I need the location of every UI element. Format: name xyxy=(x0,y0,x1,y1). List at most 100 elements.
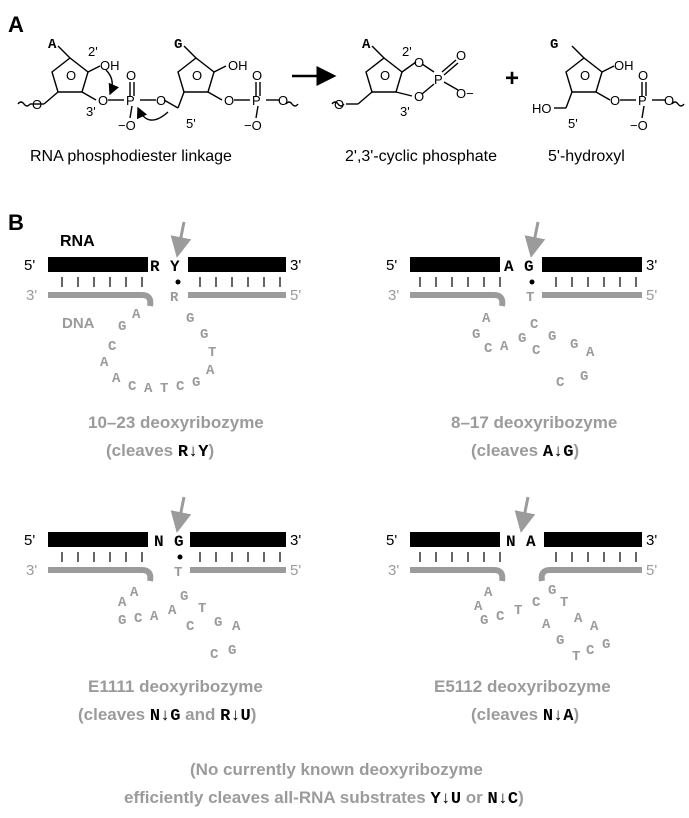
enzyme-8-17-name: 8–17 deoxyribozyme xyxy=(451,413,617,432)
svg-text:G: G xyxy=(186,311,194,327)
svg-text:5': 5' xyxy=(290,287,301,304)
reactant-structure xyxy=(17,45,299,121)
svg-text:3': 3' xyxy=(26,287,37,304)
svg-text:HO: HO xyxy=(532,101,552,116)
svg-text:OH: OH xyxy=(614,58,634,73)
svg-text:G: G xyxy=(180,589,188,605)
svg-text:G: G xyxy=(556,633,564,649)
svg-text:C: C xyxy=(556,375,565,391)
footnote-line-2: efficiently cleaves all-RNA substrates Y… xyxy=(124,788,524,809)
panel-b-label: B xyxy=(8,210,24,235)
svg-text:5': 5' xyxy=(386,532,397,549)
svg-text:G: G xyxy=(174,533,184,551)
svg-text:OH: OH xyxy=(228,58,248,73)
svg-text:5': 5' xyxy=(386,257,397,274)
svg-text:O−: O− xyxy=(456,86,474,101)
svg-text:O: O xyxy=(380,68,390,83)
svg-text:O: O xyxy=(638,68,648,83)
svg-text:O: O xyxy=(610,93,620,108)
svg-text:G: G xyxy=(548,329,556,345)
svg-text:O: O xyxy=(580,68,590,83)
enzyme-10-23-cleavage: (cleaves R↓Y) xyxy=(106,441,214,462)
hydroxyl-structure xyxy=(554,45,685,119)
svg-text:T: T xyxy=(208,345,216,361)
svg-text:G: G xyxy=(472,327,480,343)
svg-text:C: C xyxy=(530,317,539,333)
svg-text:5': 5' xyxy=(290,562,301,579)
svg-text:O: O xyxy=(98,93,108,108)
svg-text:DNA: DNA xyxy=(62,315,95,332)
svg-text:5': 5' xyxy=(24,257,35,274)
enzyme-8-17-cleavage: (cleaves A↓G) xyxy=(471,441,579,462)
svg-text:G: G xyxy=(570,337,578,353)
svg-text:3': 3' xyxy=(646,532,657,549)
svg-text:−O: −O xyxy=(630,118,648,133)
svg-text:G: G xyxy=(480,613,488,629)
svg-text:−O: −O xyxy=(118,118,136,133)
reactant-caption: RNA phosphodiester linkage xyxy=(30,148,232,165)
svg-text:C: C xyxy=(128,379,137,395)
svg-text:O: O xyxy=(156,93,166,108)
enzyme-10-23-name: 10–23 deoxyribozyme xyxy=(88,413,264,432)
svg-text:C: C xyxy=(210,647,219,663)
enzyme-e1111-cleavage: (cleaves N↓G and R↓U) xyxy=(78,705,256,726)
svg-text:A: A xyxy=(118,595,127,611)
svg-text:T: T xyxy=(526,290,534,306)
svg-text:A: A xyxy=(542,617,551,633)
svg-text:A: A xyxy=(586,345,595,361)
svg-text:O: O xyxy=(126,68,136,83)
hydroxyl-caption: 5'-hydroxyl xyxy=(548,148,625,165)
svg-text:C: C xyxy=(484,341,493,357)
reactant-atoms: A 2' OH O O 3' O P O −O O G OH O 5' O P … xyxy=(32,37,288,133)
svg-text:P: P xyxy=(638,93,647,108)
svg-text:G: G xyxy=(214,615,222,631)
svg-text:Y: Y xyxy=(170,258,180,276)
svg-text:OH: OH xyxy=(100,58,120,73)
footnote-line-1: (No currently known deoxyribozyme xyxy=(190,760,483,779)
svg-text:O: O xyxy=(278,93,288,108)
svg-text:P: P xyxy=(126,93,135,108)
svg-text:C: C xyxy=(134,611,143,627)
svg-text:C: C xyxy=(532,595,541,611)
svg-text:C: C xyxy=(532,343,541,359)
enzyme-e1111-name: E1111 deoxyribozyme xyxy=(88,677,263,696)
svg-text:C: C xyxy=(176,379,185,395)
svg-text:A: A xyxy=(484,585,493,601)
svg-text:O: O xyxy=(414,55,424,70)
svg-text:A: A xyxy=(590,619,599,635)
enzyme-e5112-name: E5112 deoxyribozyme xyxy=(434,677,611,696)
svg-text:3': 3' xyxy=(646,257,657,274)
svg-text:G: G xyxy=(602,637,610,653)
plus-sign: + xyxy=(505,65,519,92)
svg-text:O: O xyxy=(224,93,234,108)
svg-text:A: A xyxy=(362,37,371,53)
svg-text:C: C xyxy=(586,643,595,659)
svg-text:T: T xyxy=(560,595,568,611)
svg-text:G: G xyxy=(200,327,208,343)
svg-text:A: A xyxy=(100,355,109,371)
svg-text:A: A xyxy=(144,381,153,397)
svg-text:3': 3' xyxy=(26,562,37,579)
svg-text:O: O xyxy=(456,48,466,63)
svg-text:5': 5' xyxy=(646,287,657,304)
svg-text:N: N xyxy=(154,533,164,551)
svg-text:A: A xyxy=(574,611,583,627)
svg-text:A: A xyxy=(474,599,483,615)
svg-text:O: O xyxy=(66,68,76,83)
svg-text:G: G xyxy=(518,331,526,347)
svg-text:5': 5' xyxy=(568,116,578,131)
svg-text:G: G xyxy=(548,583,556,599)
cyclic-phosphate-structure xyxy=(331,45,459,107)
svg-text:O: O xyxy=(192,68,202,83)
cyclic-phosphate-caption: 2',3'-cyclic phosphate xyxy=(345,148,497,165)
svg-text:3': 3' xyxy=(400,104,410,119)
svg-text:−O: −O xyxy=(244,118,262,133)
svg-text:P: P xyxy=(252,93,261,108)
svg-text:5': 5' xyxy=(646,562,657,579)
svg-text:G: G xyxy=(580,369,588,385)
svg-text:G: G xyxy=(228,643,236,659)
svg-text:A: A xyxy=(500,339,509,355)
